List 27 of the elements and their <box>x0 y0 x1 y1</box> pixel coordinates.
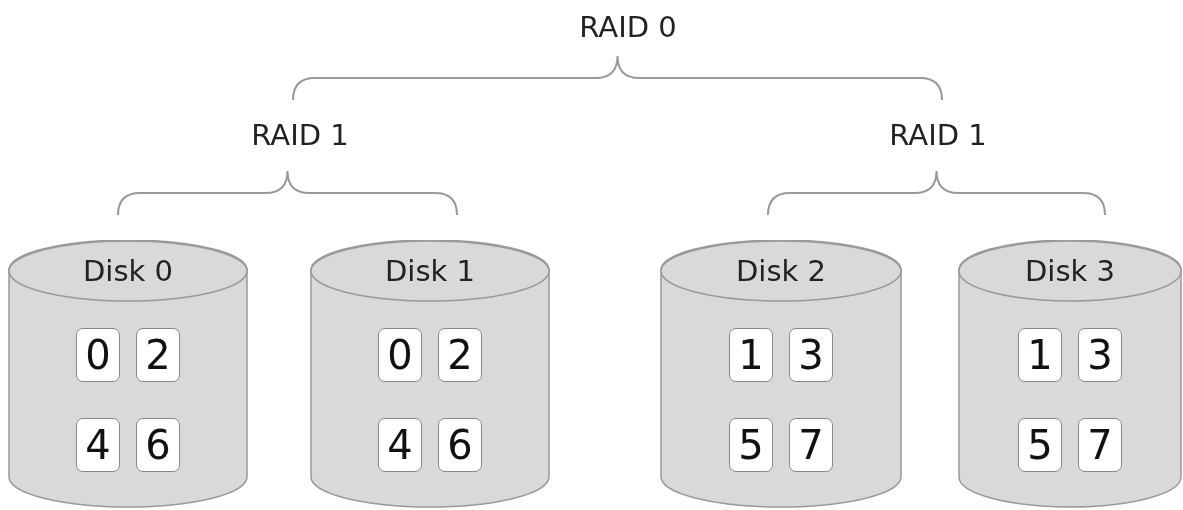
raid-level-label: RAID 1 <box>251 118 349 152</box>
disk-cylinder <box>958 240 1182 508</box>
data-block: 0 <box>378 328 422 382</box>
data-block: 4 <box>378 418 422 472</box>
data-block: 7 <box>1078 418 1122 472</box>
data-block: 2 <box>136 328 180 382</box>
data-block: 6 <box>438 418 482 472</box>
raid-level-label: RAID 0 <box>579 10 677 44</box>
disk-label: Disk 3 <box>1024 254 1116 288</box>
disk-label: Disk 0 <box>82 254 174 288</box>
data-block: 1 <box>729 328 773 382</box>
disk-label: Disk 2 <box>735 254 827 288</box>
data-block: 3 <box>1078 328 1122 382</box>
disk-label: Disk 1 <box>384 254 476 288</box>
data-block: 6 <box>136 418 180 472</box>
data-block: 3 <box>789 328 833 382</box>
data-block: 1 <box>1018 328 1062 382</box>
raid-level-label: RAID 1 <box>889 118 987 152</box>
data-block: 2 <box>438 328 482 382</box>
data-block: 0 <box>76 328 120 382</box>
data-block: 4 <box>76 418 120 472</box>
data-block: 5 <box>1018 418 1062 472</box>
disk-cylinder <box>310 240 550 508</box>
data-block: 7 <box>789 418 833 472</box>
disk-cylinder <box>660 240 902 508</box>
disk-cylinder <box>8 240 248 508</box>
data-block: 5 <box>729 418 773 472</box>
